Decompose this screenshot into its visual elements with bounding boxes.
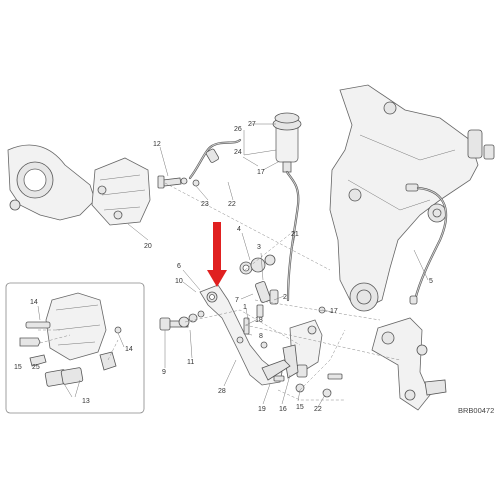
callout-23: 23 xyxy=(201,201,209,208)
callout-22a: 22 xyxy=(228,201,236,208)
callout-11: 11 xyxy=(187,359,194,366)
diagram-code: BRB00472 xyxy=(458,406,494,415)
inset-panel xyxy=(5,282,145,414)
callout-1: 1 xyxy=(243,304,247,311)
assembly-lines xyxy=(164,182,401,401)
callout-5: 5 xyxy=(429,278,433,285)
callout-24: 24 xyxy=(234,149,242,156)
callout-25: 25 xyxy=(32,364,40,371)
callout-19: 19 xyxy=(258,406,266,413)
callout-8: 8 xyxy=(259,333,263,340)
master-cylinder xyxy=(282,319,323,379)
footrest-bracket xyxy=(371,317,447,411)
caliper-bracket xyxy=(7,144,96,221)
banjo-bolt xyxy=(157,175,188,189)
sensor-cable xyxy=(405,183,448,305)
brake-hose xyxy=(188,138,242,180)
callout-12: 12 xyxy=(153,141,161,148)
callout-2: 2 xyxy=(283,294,287,301)
callout-16: 16 xyxy=(279,406,287,413)
callout-9: 9 xyxy=(162,369,166,376)
callout-17b: 17 xyxy=(330,308,338,315)
callout-22b: 22 xyxy=(314,406,322,413)
callout-20: 20 xyxy=(144,243,152,250)
small-fasteners xyxy=(192,179,343,398)
callout-13: 13 xyxy=(82,398,90,405)
master-cylinder-parts xyxy=(239,254,279,305)
callouts: 27 26 12 24 22 23 17 20 4 3 21 6 10 2 7 … xyxy=(14,121,433,413)
callout-4: 4 xyxy=(237,226,241,233)
rear-caliper xyxy=(91,157,151,226)
callout-6: 6 xyxy=(177,263,181,270)
callout-15a: 15 xyxy=(296,404,304,411)
callout-21: 21 xyxy=(291,231,299,238)
leader-lines xyxy=(37,123,429,408)
callout-3: 3 xyxy=(257,244,261,251)
callout-7: 7 xyxy=(235,297,239,304)
callout-14b: 14 xyxy=(125,346,133,353)
callout-17a: 17 xyxy=(257,169,265,176)
callout-28: 28 xyxy=(218,388,226,395)
highlight-arrow xyxy=(207,222,227,287)
callout-14a: 14 xyxy=(30,299,38,306)
callout-27: 27 xyxy=(248,121,256,128)
callout-26: 26 xyxy=(234,126,242,133)
swingarm xyxy=(329,84,495,312)
pivot-bolt xyxy=(159,310,205,331)
callout-15b: 15 xyxy=(14,364,22,371)
callout-18: 18 xyxy=(255,317,263,324)
reservoir-hose xyxy=(285,170,300,302)
callout-10: 10 xyxy=(175,278,183,285)
fluid-reservoir xyxy=(272,112,302,173)
